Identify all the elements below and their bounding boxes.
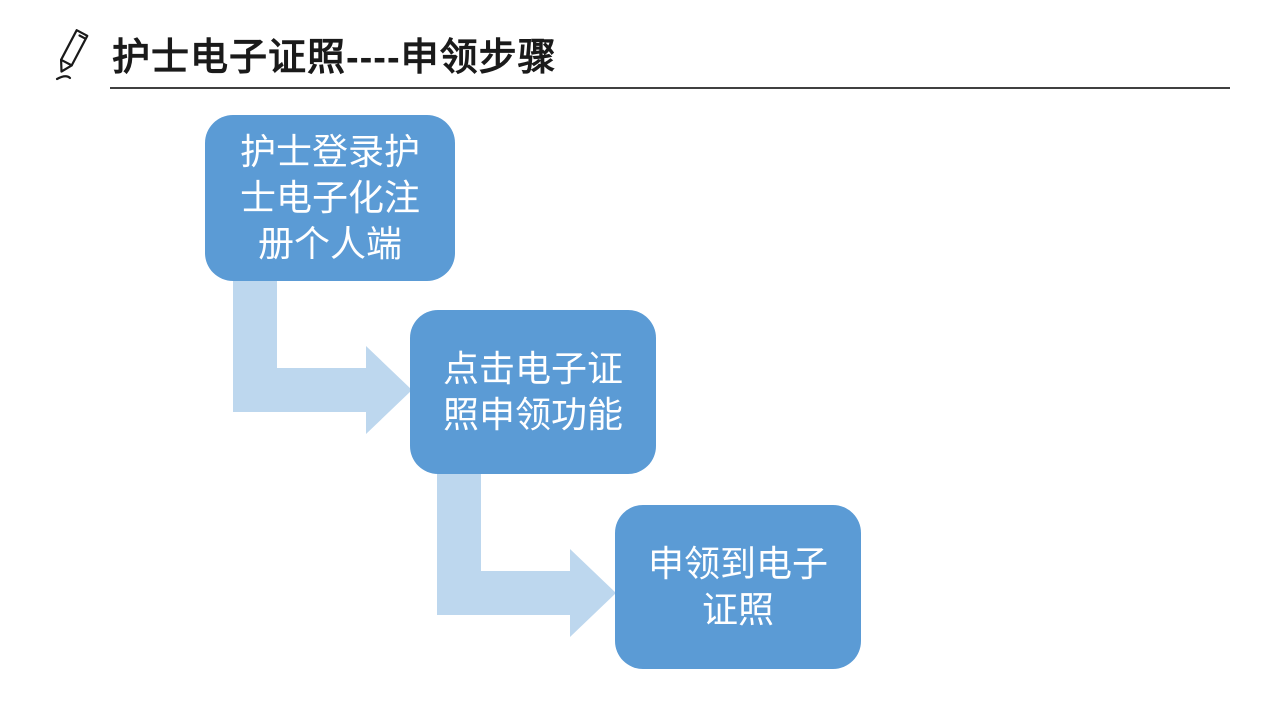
step-3-label: 申领到电子 证照 — [647, 543, 828, 630]
step-2-label: 点击电子证 照申领功能 — [442, 348, 623, 435]
step-box-1: 护士登录护 士电子化注 册个人端 — [205, 115, 455, 281]
slide-title: 护士电子证照----申领步骤 — [112, 37, 557, 79]
elbow-arrow-1 — [233, 281, 412, 434]
step-box-2: 点击电子证 照申领功能 — [410, 310, 656, 474]
step-1-label: 护士登录护 士电子化注 册个人端 — [239, 131, 420, 264]
title-underline — [110, 87, 1230, 89]
pencil-icon — [52, 24, 98, 88]
elbow-arrow-2 — [437, 474, 616, 637]
step-box-3: 申领到电子 证照 — [615, 505, 861, 669]
